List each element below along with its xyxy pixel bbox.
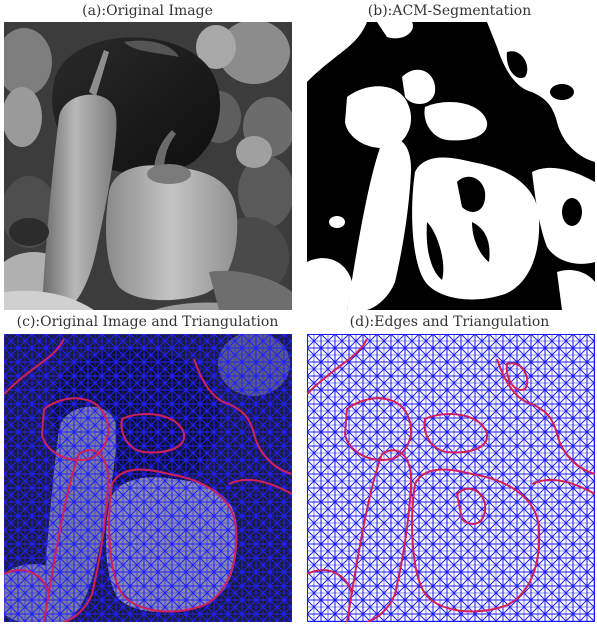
panel-a-caption: (a):Original Image [82,3,213,19]
original-image-panel [4,22,292,310]
panel-d-caption: (d):Edges and Triangulation [349,314,550,330]
image-triangulation [4,334,292,622]
image-triangulation-panel [4,334,292,622]
segmentation-panel [307,22,595,310]
edges-triangulation [307,334,595,622]
original-image [4,22,292,310]
panel-b-caption: (b):ACM-Segmentation [367,3,532,19]
segmentation-image [307,22,595,310]
panel-c-caption: (c):Original Image and Triangulation [16,314,279,330]
edges-triangulation-panel [307,334,595,622]
